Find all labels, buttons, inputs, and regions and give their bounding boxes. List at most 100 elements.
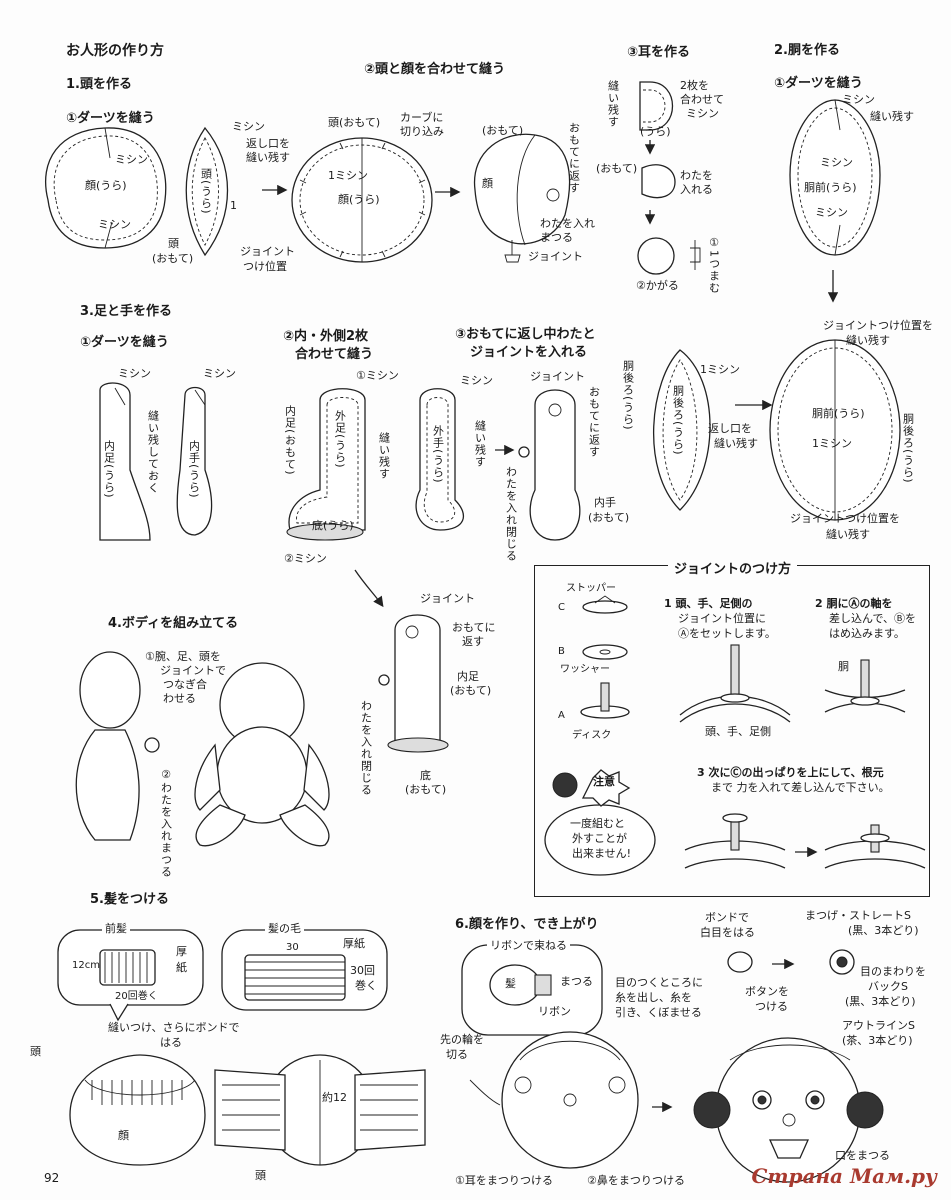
joint-step1-line1: 1 頭、手、足側の (664, 597, 753, 610)
body-back-piece (653, 349, 711, 511)
leg-sewn (286, 388, 366, 541)
label-b: B (558, 646, 565, 657)
ear-title: ③耳を作る (627, 45, 691, 60)
ear-pieces (637, 81, 701, 275)
label-front: (おもて) (588, 511, 630, 524)
joint-step2-line1: 2 胴にⒶの軸を (815, 597, 893, 610)
label-front: (おもて) (596, 162, 638, 175)
label-outer-arm-back: 外手(うら) (431, 425, 445, 484)
body-title: 2.胴を作る (774, 43, 840, 58)
label-lashes2: (黒、3本どり) (848, 924, 919, 937)
joint-step2-label: 胴 (838, 660, 849, 673)
label-turn: おもてに (452, 621, 496, 634)
joint-step1-line3: Ⓐをセットします。 (678, 627, 776, 640)
ribbon-callout (461, 944, 603, 1036)
section3-step2a: ②内・外側2枚 (283, 329, 369, 344)
label-head-back: 頭(うら) (199, 168, 213, 215)
label-12cm: 12cm (72, 960, 100, 971)
joint-parts (580, 595, 630, 719)
label-attach-nose: ②鼻をまつりつける (587, 1174, 685, 1187)
label-leave-unsewn: 縫い残す (714, 437, 758, 450)
label-stuff-close: わたを入れ閉じる (359, 700, 373, 796)
arm-stuffed (518, 389, 581, 541)
label-mishin: ミシン (98, 218, 131, 231)
label-mishin: ミシン (842, 93, 875, 106)
section3-title: 3.足と手を作る (80, 304, 172, 319)
label-head: 頭 (30, 1045, 41, 1058)
label-cut-loop2: 切る (446, 1048, 468, 1061)
label-two-pieces: 2枚を (680, 79, 709, 92)
assembly-note1: ①腕、足、頭を (145, 650, 221, 663)
label-body-back: 胴後ろ(うら) (621, 360, 635, 431)
label-sole: 底 (420, 769, 431, 782)
label-body-back: 胴後ろ(うら) (901, 413, 915, 484)
joint-step2-line2: 差し込んで、Ⓑを (829, 612, 917, 625)
label-inner-leg: 内足 (457, 670, 479, 683)
joint-step3 (684, 813, 926, 869)
joint-step2 (824, 659, 906, 713)
label-return: 返す (462, 635, 484, 648)
page-number: 92 (44, 1171, 60, 1185)
label-disk: ディスク (572, 730, 612, 741)
label-hair: 髪 (505, 977, 516, 990)
label-eye-around2: バックS (868, 980, 908, 993)
label-pinch: ①1つまむ (707, 236, 721, 294)
label-wind30: 30回 (350, 964, 375, 977)
label-inner-arm: 内手 (594, 496, 616, 509)
label-mishin: ミシン (203, 367, 236, 380)
label-joint: ジョイント (420, 592, 475, 605)
face-finished (693, 1037, 884, 1183)
caution-note3: 出来ません! (572, 847, 632, 860)
joint-step2-line3: はめ込みます。 (829, 627, 905, 640)
label-leave-unsewn: 縫い残す (246, 151, 290, 164)
label-joint-position: ジョイントつけ位置を (823, 319, 933, 332)
label-front: (おもて) (405, 783, 447, 796)
label-face-back: 顔(うら) (85, 179, 127, 192)
label-joint-position: ジョイントつけ位置を (790, 512, 900, 525)
head-face-sewn (291, 137, 433, 263)
bangs-callout (57, 929, 204, 1022)
label-whipstitch: ②かがる (636, 279, 679, 292)
label-bangs: 前髪 (102, 922, 130, 936)
joint-step1 (679, 644, 791, 723)
label-c: C (558, 602, 565, 613)
label-back: (うら) (640, 125, 671, 138)
label-body-back-center: 胴後ろ(うら) (671, 385, 685, 456)
label-turn-inside-out: おもてに返す (567, 122, 581, 194)
label-inner-leg-front: 内足(おもて) (283, 405, 297, 476)
label-washer: ワッシャー (560, 664, 610, 675)
label-mishin: 1ミシン (812, 437, 852, 450)
label-leave-unsewn: 縫い残しておく (146, 410, 160, 494)
section3-step2b: 合わせて縫う (295, 347, 374, 362)
label-notch: 切り込み (400, 125, 444, 138)
label-front: (おもて) (450, 684, 492, 697)
section1-title: 1.頭を作る (66, 77, 132, 92)
label-card2: 紙 (176, 961, 187, 974)
label-mishin: 1ミシン (328, 169, 368, 182)
step2-title: ②頭と顔を合わせて縫う (364, 62, 506, 77)
section4-title: 4.ボディを組み立てる (108, 616, 239, 631)
section3-step3a: ③おもてに返し中わたと (455, 327, 596, 342)
label-wind20: 20回巻く (115, 991, 158, 1002)
label-ribbon: リボン (538, 1005, 571, 1018)
head-bangs (69, 1054, 206, 1166)
joint-box-title: ジョイントのつけ方 (668, 562, 798, 578)
label-slipstitch: まつる (540, 231, 573, 244)
label-opening: 返し口を (708, 422, 752, 435)
label-head-front: 頭(おもて) (328, 116, 381, 129)
label-head: 頭 (168, 237, 179, 250)
label-together: 合わせて (680, 93, 724, 106)
section1-step1: ①ダーツを縫う (66, 111, 155, 126)
label-leave-unsewn: 縫い残す (377, 432, 391, 480)
head-hair (214, 1054, 426, 1166)
label-stuff: わたを (680, 169, 713, 182)
label-stuff-close: わたを入れ閉じる (504, 466, 518, 562)
caution-label: 注意 (593, 775, 615, 788)
label-a: A (558, 710, 565, 721)
caution-note1: 一度組むと (570, 817, 625, 830)
label-body-front: 胴前(うら) (812, 407, 865, 420)
label-outer-leg-back: 外足(うら) (333, 410, 347, 469)
label-leave-unsewn: 縫い残す (606, 80, 620, 128)
inner-arm-piece (176, 386, 213, 536)
label-joint: ジョイント (240, 245, 295, 258)
